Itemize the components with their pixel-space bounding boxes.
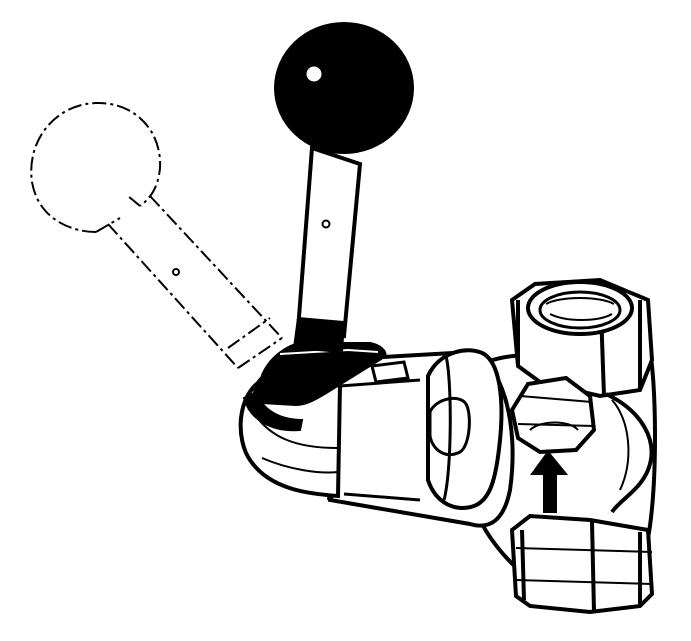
flow-arrow-icon [530,450,569,513]
top-hex-fitting [509,277,655,399]
lever-plate [253,342,387,407]
ghost-lever-stem [95,195,283,369]
ghost-stem-ring [227,317,283,369]
ball-knob-icon [274,22,414,154]
hex-cap-icon [509,375,597,455]
ghost-stem-dot [172,268,180,276]
ghost-ball-knob [30,101,162,233]
body-nub [370,360,410,384]
lever-handle-icon [295,145,363,339]
lever-stem-collar [292,316,346,354]
union-hex-nut [426,348,504,510]
right-body-contour [605,392,654,514]
lever-stem-dot [321,219,331,229]
ghost-lever-position [30,101,283,369]
bottom-hex-fitting [509,513,655,615]
